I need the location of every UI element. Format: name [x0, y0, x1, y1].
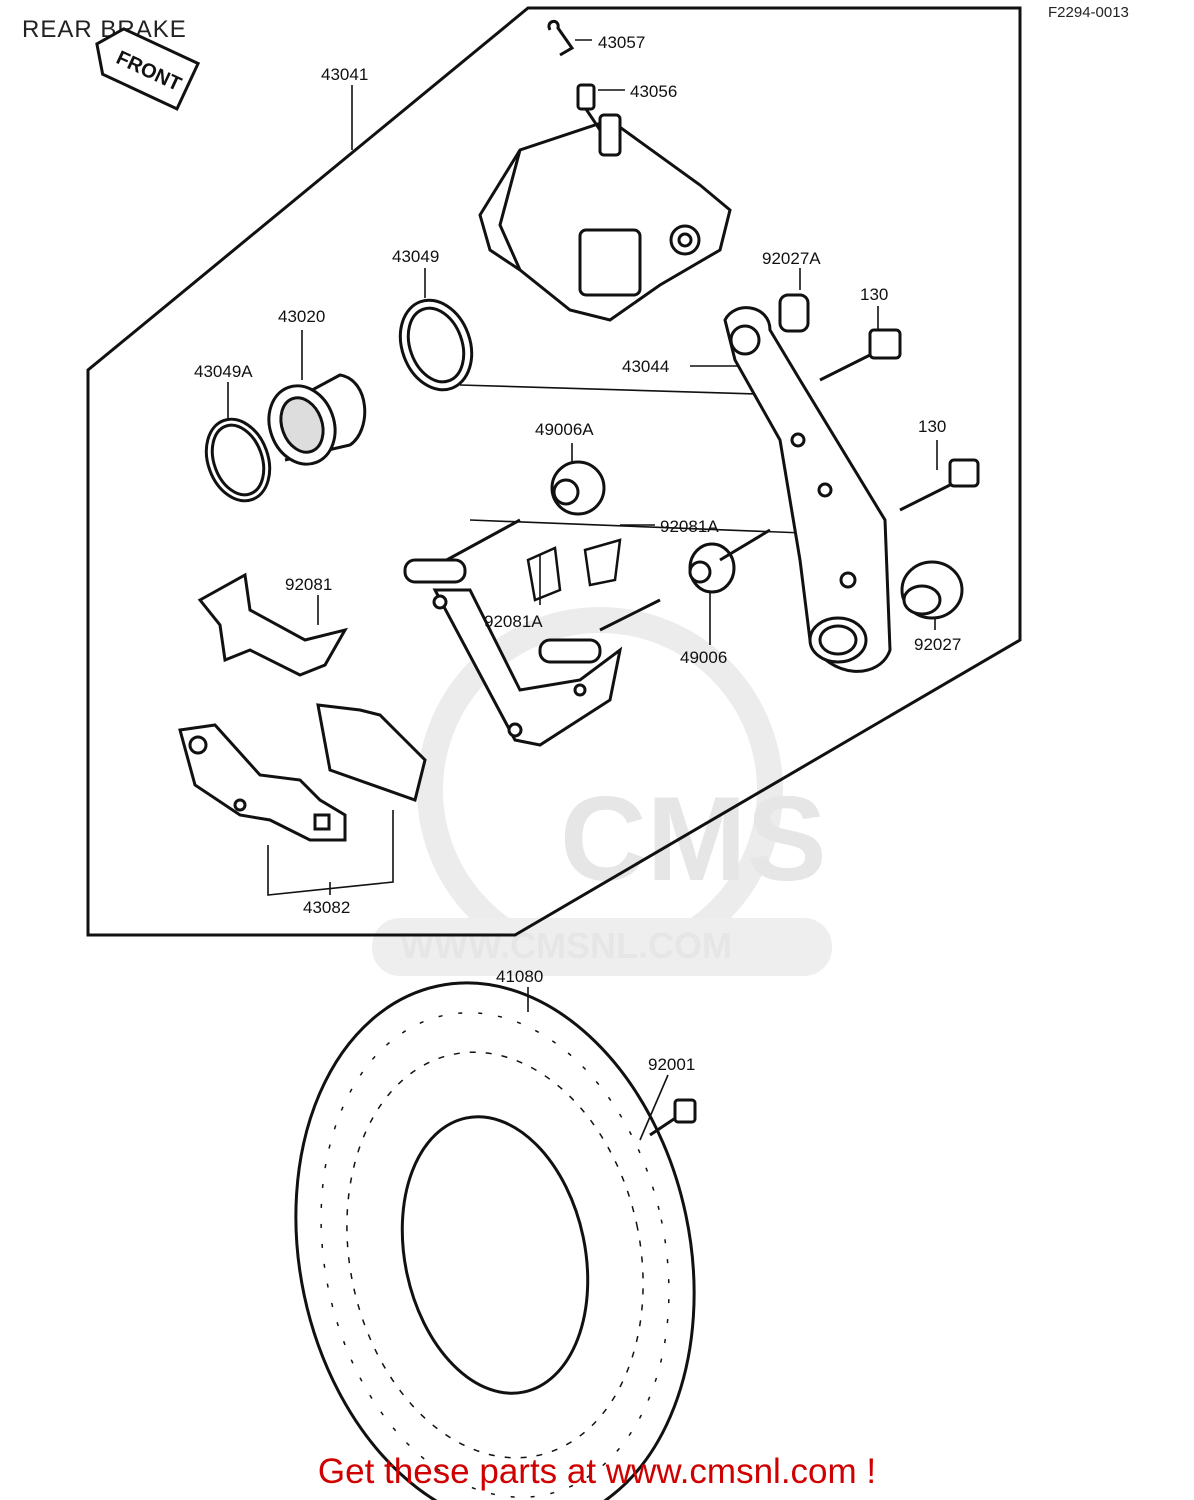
part-labels: 43041 43057 43056 43049 43020 43049A 920…	[194, 33, 961, 1074]
piston-seal	[398, 298, 474, 392]
boot-49006a	[550, 460, 606, 516]
label-92081: 92081	[285, 575, 332, 594]
label-43020: 43020	[278, 307, 325, 326]
leader-lines	[227, 39, 938, 1141]
spring-92081a-lower	[526, 546, 562, 602]
label-92001: 92001	[648, 1055, 695, 1074]
label-92027a: 92027A	[762, 249, 821, 268]
cms-watermark: CMS WWW.CMSNL.COM	[372, 607, 832, 976]
label-43041: 43041	[321, 65, 368, 84]
label-130-lower: 130	[918, 417, 946, 436]
label-130-upper: 130	[860, 285, 888, 304]
brake-pad-friction	[316, 703, 427, 802]
bolt-130-upper	[819, 328, 902, 382]
brake-pad-plate	[178, 723, 347, 842]
collar	[778, 293, 810, 333]
disc-mounting-bolt	[649, 1098, 697, 1137]
spring-92081a-upper	[583, 538, 622, 587]
dust-seal	[204, 417, 272, 503]
watermark-url: WWW.CMSNL.COM	[400, 925, 732, 966]
sleeve	[900, 560, 964, 620]
order-parts-link[interactable]: Get these parts at www.cmsnl.com !	[317, 1452, 877, 1491]
label-49006: 49006	[680, 648, 727, 667]
caliper-bracket	[403, 518, 661, 747]
label-43057: 43057	[598, 33, 645, 52]
label-41080: 41080	[496, 967, 543, 986]
brake-disc	[294, 981, 696, 1500]
caliper-assembly-boundary	[86, 6, 1022, 937]
label-43049a: 43049A	[194, 362, 253, 381]
label-43044: 43044	[622, 357, 669, 376]
anti-rattle-spring	[197, 572, 349, 677]
label-43056: 43056	[630, 82, 677, 101]
bolt-130-lower	[899, 458, 980, 512]
boot-49006	[688, 528, 771, 594]
torque-link-arm	[723, 306, 892, 673]
label-43082: 43082	[303, 898, 350, 917]
label-43049: 43049	[392, 247, 439, 266]
label-92081a-upper: 92081A	[660, 517, 719, 536]
bleeder-valve	[576, 83, 602, 131]
label-92081a-lower: 92081A	[484, 612, 543, 631]
label-49006a: 49006A	[535, 420, 594, 439]
figure-id: F2294-0013	[1048, 4, 1129, 21]
caliper-body	[478, 113, 732, 322]
label-92027: 92027	[914, 635, 961, 654]
bleed-cap	[547, 20, 575, 57]
piston	[267, 373, 367, 466]
front-arrow: FRONT	[95, 27, 201, 111]
